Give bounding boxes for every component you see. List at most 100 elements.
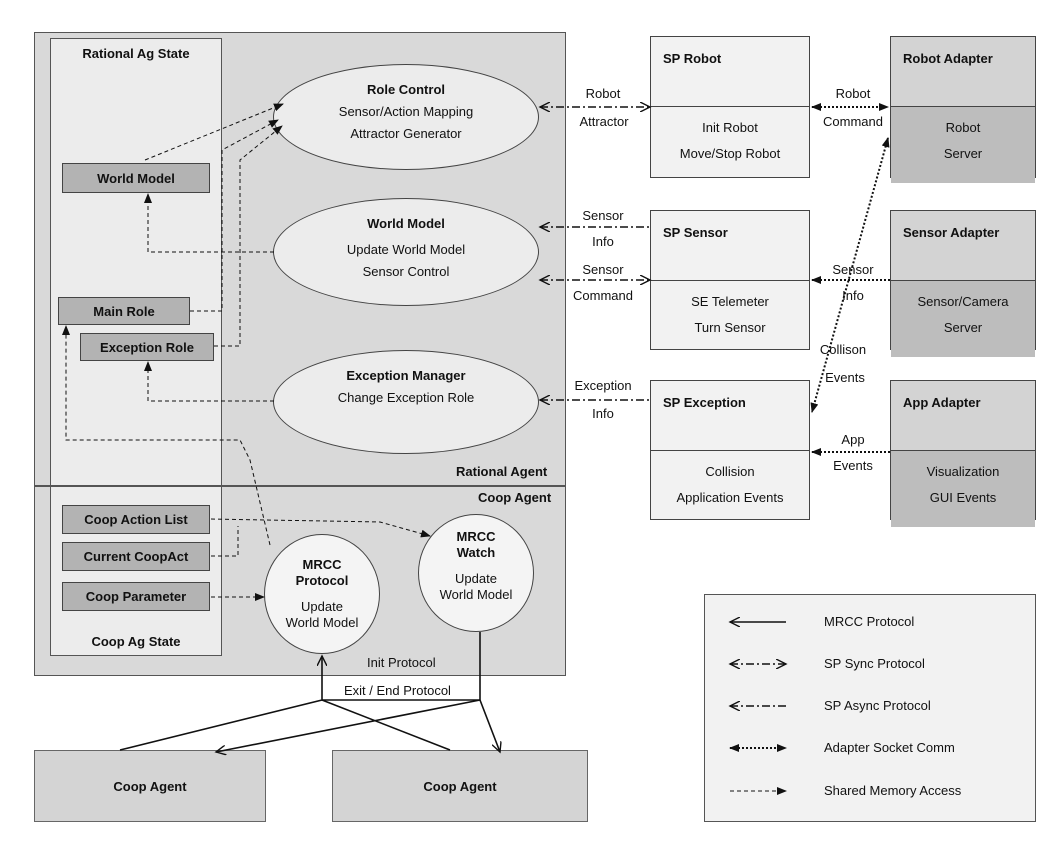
label-sensor-2: Sensor [582, 262, 624, 277]
label-robot-cmd-2: Command [823, 114, 883, 129]
collision-events-link [810, 137, 890, 413]
label-command-2: Command [573, 288, 633, 303]
label-sensor-info-2: Info [842, 288, 864, 303]
mrcc-watch-line-2: World Model [439, 587, 513, 602]
label-sensor-info-1: Sensor [832, 262, 874, 277]
sp-robot-box: SP Robot Init Robot Move/Stop Robot [650, 36, 810, 178]
label-app-2: Events [833, 458, 873, 473]
sp-sensor-title: SP Sensor [651, 211, 809, 281]
coop-agent-box-2: Coop Agent [332, 750, 588, 822]
world-model-ellipse-line-2: Sensor Control [362, 264, 450, 279]
label-exception: Exception [574, 378, 632, 393]
watch-to-coop1 [216, 699, 481, 752]
rational-ag-state-title: Rational Ag State [82, 46, 190, 61]
role-control-title: Role Control [367, 82, 445, 97]
coop2-to-mrcc-protocol [321, 699, 451, 751]
current-coopact-to-mrcc-protocol [211, 526, 239, 557]
exception-manager-line-1: Change Exception Role [337, 390, 475, 405]
coop-parameter-box: Coop Parameter [62, 582, 210, 611]
label-robot-cmd-1: Robot [835, 86, 871, 101]
exception-manager-title: Exception Manager [346, 368, 466, 383]
sp-exception-box: SP Exception Collision Application Event… [650, 380, 810, 520]
mrcc-watch-title-1: MRCC [456, 529, 496, 544]
world-model-ellipse-line-1: Update World Model [346, 242, 466, 257]
coop-agent-box-1: Coop Agent [34, 750, 266, 822]
mrcc-protocol-to-main-role [62, 325, 271, 546]
sp-sensor-box: SP Sensor SE Telemeter Turn Sensor [650, 210, 810, 350]
coop-action-list-box: Coop Action List [62, 505, 210, 534]
mrcc-protocol-circle: MRCC Protocol Update World Model [264, 534, 380, 654]
mrcc-watch-down [322, 632, 481, 701]
sp-exception-title: SP Exception [651, 381, 809, 451]
robot-adapter-box: Robot Adapter Robot Server [890, 36, 1036, 183]
sensor-adapter-box: Sensor Adapter Sensor/Camera Server [890, 210, 1036, 357]
adapter-socket-lines [810, 103, 890, 456]
role-control-ellipse: Role Control Sensor/Action Mapping Attra… [273, 64, 539, 170]
label-collision-1: Collison [819, 342, 867, 357]
current-coopact-box: Current CoopAct [62, 542, 210, 571]
label-sensor-1: Sensor [582, 208, 624, 223]
main-role-box: Main Role [58, 297, 190, 325]
exit-protocol-label: Exit / End Protocol [344, 683, 451, 698]
sp-sensor-line-1: SE Telemeter [691, 294, 769, 309]
label-app-1: App [841, 432, 865, 447]
label-robot: Robot [585, 86, 621, 101]
robot-adapter-title: Robot Adapter [891, 37, 1035, 107]
shared-memory-lines [62, 103, 431, 601]
legend-box [704, 594, 1036, 822]
exception-role-to-role-control [214, 125, 283, 347]
sp-sensor-line-2: Turn Sensor [694, 320, 766, 335]
mrcc-protocol-title-2: Protocol [295, 573, 349, 588]
coop-ag-state-title: Coop Ag State [91, 634, 181, 649]
exception-manager-to-exception-role [144, 361, 274, 402]
label-collision-2: Events [825, 370, 865, 385]
coop-agent-label: Coop Agent [478, 490, 552, 505]
robot-adapter-line-1: Robot [945, 120, 981, 135]
robot-adapter-line-2: Server [943, 146, 983, 161]
legend-mrcc-protocol: MRCC Protocol [824, 614, 915, 629]
legend-samples [730, 622, 786, 795]
mrcc-protocol-line-2: World Model [285, 615, 359, 630]
sp-async-lines [540, 227, 650, 400]
wm-to-role-control [144, 103, 284, 161]
rational-ag-state-panel [50, 38, 222, 486]
legend-shared-memory: Shared Memory Access [824, 783, 962, 798]
app-adapter-line-2: GUI Events [929, 490, 997, 505]
sp-exception-line-2: Application Events [676, 490, 784, 505]
mrcc-watch-line-1: Update [455, 571, 497, 586]
coop1-to-mrcc-protocol [119, 656, 322, 751]
label-attractor: Attractor [579, 114, 629, 129]
label-info-3: Info [592, 406, 614, 421]
init-protocol-label: Init Protocol [367, 655, 436, 670]
label-info-1: Info [592, 234, 614, 249]
mrcc-watch-title-2: Watch [456, 545, 496, 560]
world-model-ellipse-to-wm [144, 193, 274, 253]
coop-action-list-to-mrcc-watch [210, 518, 431, 538]
watch-to-coop2 [479, 699, 500, 752]
sp-robot-line-1: Init Robot [702, 120, 758, 135]
role-control-line-2: Attractor Generator [350, 126, 462, 141]
mrcc-protocol-line-1: Update [301, 599, 343, 614]
sp-exception-line-1: Collision [705, 464, 755, 479]
sensor-adapter-line-2: Server [943, 320, 983, 335]
app-adapter-title: App Adapter [891, 381, 1035, 451]
sensor-adapter-line-1: Sensor/Camera [917, 294, 1009, 309]
legend-adapter-socket: Adapter Socket Comm [824, 740, 955, 755]
exception-manager-ellipse: Exception Manager Change Exception Role [273, 350, 539, 454]
rational-agent-label: Rational Agent [456, 464, 548, 479]
legend-sp-sync: SP Sync Protocol [824, 656, 925, 671]
sp-sync-lines [540, 107, 650, 280]
sensor-adapter-title: Sensor Adapter [891, 211, 1035, 281]
world-model-ellipse: World Model Update World Model Sensor Co… [273, 198, 539, 306]
sp-robot-line-2: Move/Stop Robot [679, 146, 781, 161]
legend-sp-async: SP Async Protocol [824, 698, 931, 713]
sp-robot-title: SP Robot [651, 37, 809, 107]
mrcc-lines [119, 632, 500, 752]
mrcc-watch-circle: MRCC Watch Update World Model [418, 514, 534, 632]
main-role-to-role-control [190, 119, 279, 312]
app-adapter-line-1: Visualization [926, 464, 1000, 479]
app-adapter-box: App Adapter Visualization GUI Events [890, 380, 1036, 527]
role-control-line-1: Sensor/Action Mapping [338, 104, 474, 119]
mrcc-protocol-title-1: MRCC [302, 557, 342, 572]
